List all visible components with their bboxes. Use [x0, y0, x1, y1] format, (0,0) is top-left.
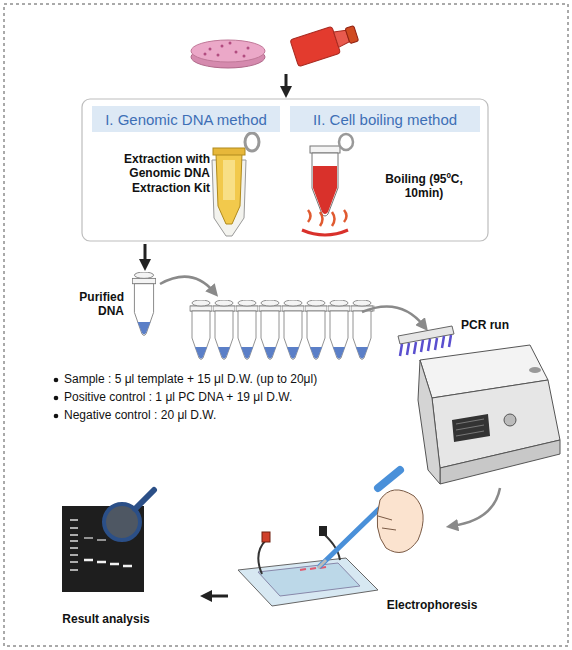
petri-dish-part: [221, 45, 224, 48]
pcr-machine-part: [529, 367, 541, 373]
petri-dish-part: [247, 47, 250, 50]
method-title: I. Genomic DNA method: [105, 111, 267, 128]
purified-dna-tube-part: [132, 272, 155, 335]
extraction-kit-tube: [212, 133, 259, 236]
pipette-hand-part: [378, 516, 396, 530]
culture-flask: [290, 20, 360, 67]
pcr-tube-strip-part: [236, 300, 258, 360]
extraction-kit-tube-part: [223, 160, 235, 200]
pcr-tube-strip-part: [190, 300, 212, 360]
multichannel-pipette-part: [400, 335, 451, 356]
curved-arrow: [452, 488, 500, 526]
pcr-machine-part: [456, 419, 484, 436]
pipette-hand: [318, 470, 423, 568]
extraction-kit-tube-part: [216, 154, 242, 224]
mix-note: Positive control : 1 μl PC DNA + 19 μl D…: [64, 390, 464, 404]
purified-dna-tube: [132, 272, 155, 335]
gel-tank-part: [259, 540, 266, 574]
magnifier: [104, 490, 154, 540]
step-label: Electrophoresis: [372, 598, 492, 612]
multichannel-pipette-part: [398, 326, 454, 344]
pcr-tube-strip-part: [328, 300, 350, 360]
gel-tank-part: [300, 567, 326, 570]
flow-arrow: [144, 244, 147, 265]
boiling-tube-part: [339, 134, 353, 150]
pcr-tube-strip: [190, 300, 374, 360]
mix-note: Negative control : 20 μl D.W.: [64, 408, 464, 422]
petri-dish-part: [191, 40, 265, 62]
bullet-dots-part: [54, 396, 59, 401]
gel-image-part: [70, 520, 78, 570]
pcr-tube-strip-part: [259, 300, 281, 360]
pcr-machine-part: [452, 414, 490, 442]
petri-dish-part: [243, 55, 246, 58]
petri-dish: [191, 40, 265, 68]
pcr-machine-part: [440, 440, 560, 484]
pipette-hand-part: [378, 470, 400, 488]
pipette-hand-part: [377, 490, 423, 553]
pcr-tube-strip-part: [305, 300, 327, 360]
curved-arrow: [362, 306, 424, 326]
bullet-dots-part: [54, 414, 59, 419]
petri-dish-part: [209, 48, 212, 51]
petri-dish-part: [204, 53, 207, 56]
bullet-dots-part: [54, 378, 59, 383]
mix-note: Sample : 5 μl template + 15 μl D.W. (up …: [64, 372, 464, 386]
method-panel: [82, 99, 488, 241]
boiling-tube-part: [313, 166, 337, 214]
magnifier-part: [135, 490, 154, 509]
boiling-tube-part: [312, 153, 338, 216]
gel-tank-part: [262, 532, 270, 542]
gel-image-part: [84, 560, 132, 566]
gel-tank-part: [319, 526, 327, 536]
flow-arrow: [206, 595, 228, 598]
gel-image-part: [84, 538, 106, 540]
extraction-kit-tube-part: [213, 148, 245, 155]
boiling-tube: [302, 134, 353, 235]
bullet-dots: [54, 378, 59, 419]
method-header-band: I. Genomic DNA method: [92, 106, 280, 132]
petri-dish-part: [217, 54, 220, 57]
boiling-tube-part: [302, 230, 348, 235]
petri-dish-part: [235, 51, 238, 54]
gel-tank: [238, 526, 378, 606]
step-label: Boiling (95ºC, 10min): [378, 172, 470, 201]
boiling-tube-part: [310, 146, 340, 153]
curved-arrow: [160, 277, 214, 292]
culture-flask-part: [345, 26, 359, 44]
method-header-band: II. Cell boiling method: [290, 106, 480, 132]
boiling-tube-part: [308, 210, 347, 226]
pcr-tube-strip-part: [282, 300, 304, 360]
extraction-kit-tube-part: [245, 133, 259, 151]
step-label: PCR run: [440, 318, 530, 332]
step-label: Result analysis: [46, 612, 166, 626]
pipette-hand-part: [320, 506, 382, 566]
pcr-tube-strip-part: [213, 300, 235, 360]
gel-tank-part: [258, 563, 360, 596]
pcr-machine-part: [418, 360, 440, 484]
pcr-machine: [418, 345, 560, 484]
dashed-frame: [4, 4, 568, 646]
step-label: Extraction with Genomic DNA Extraction K…: [112, 152, 210, 195]
culture-flask-part: [290, 26, 340, 66]
multichannel-pipette: [398, 326, 454, 356]
petri-dish-part: [229, 42, 232, 45]
pcr-machine-part: [504, 414, 516, 426]
pipette-hand-part: [318, 560, 326, 568]
flow-arrow: [285, 74, 288, 92]
method-title: II. Cell boiling method: [313, 111, 457, 128]
step-label: Purified DNA: [52, 290, 124, 319]
